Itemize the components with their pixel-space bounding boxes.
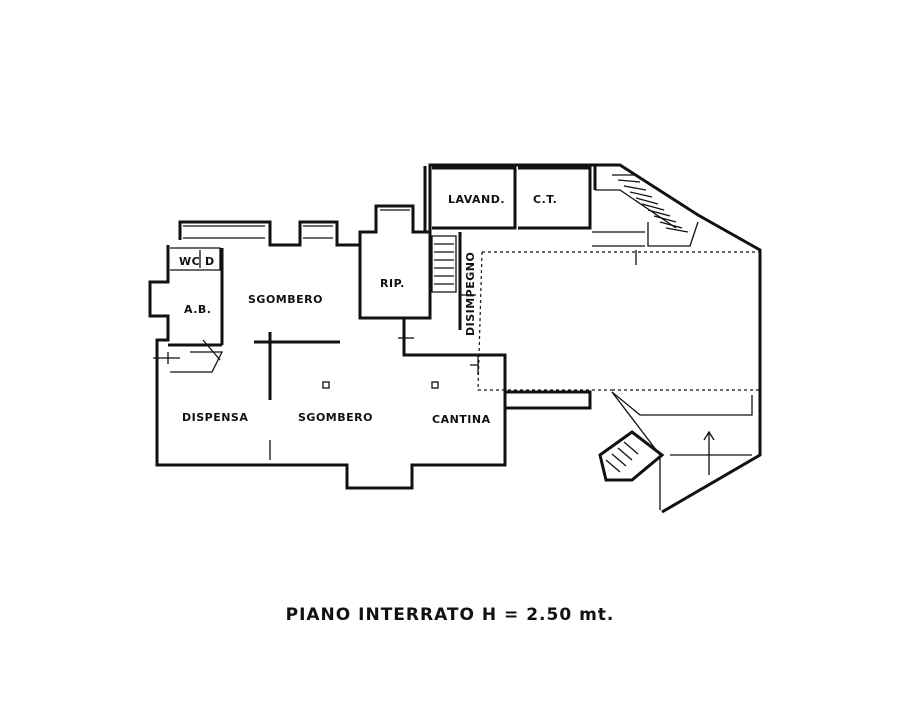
room-label-sgombero-top: SGOMBERO bbox=[248, 293, 323, 306]
room-label-dispensa: DISPENSA bbox=[182, 411, 248, 424]
room-label-ct: C.T. bbox=[533, 193, 557, 206]
room-label-cantina: CANTINA bbox=[432, 413, 491, 426]
outer-walls bbox=[148, 163, 762, 514]
room-label-wc: WC bbox=[179, 255, 200, 268]
room-label-rip: RIP. bbox=[380, 277, 405, 290]
plan-caption: PIANO INTERRATO H = 2.50 mt. bbox=[285, 605, 615, 625]
room-label-d: D bbox=[205, 255, 215, 268]
room-label-lavand: LAVAND. bbox=[448, 193, 505, 206]
room-label-sgombero-bottom: SGOMBERO bbox=[298, 411, 373, 424]
room-label-disimpegno: DISIMPEGNO bbox=[464, 252, 477, 336]
room-label-ab: A.B. bbox=[184, 303, 211, 316]
